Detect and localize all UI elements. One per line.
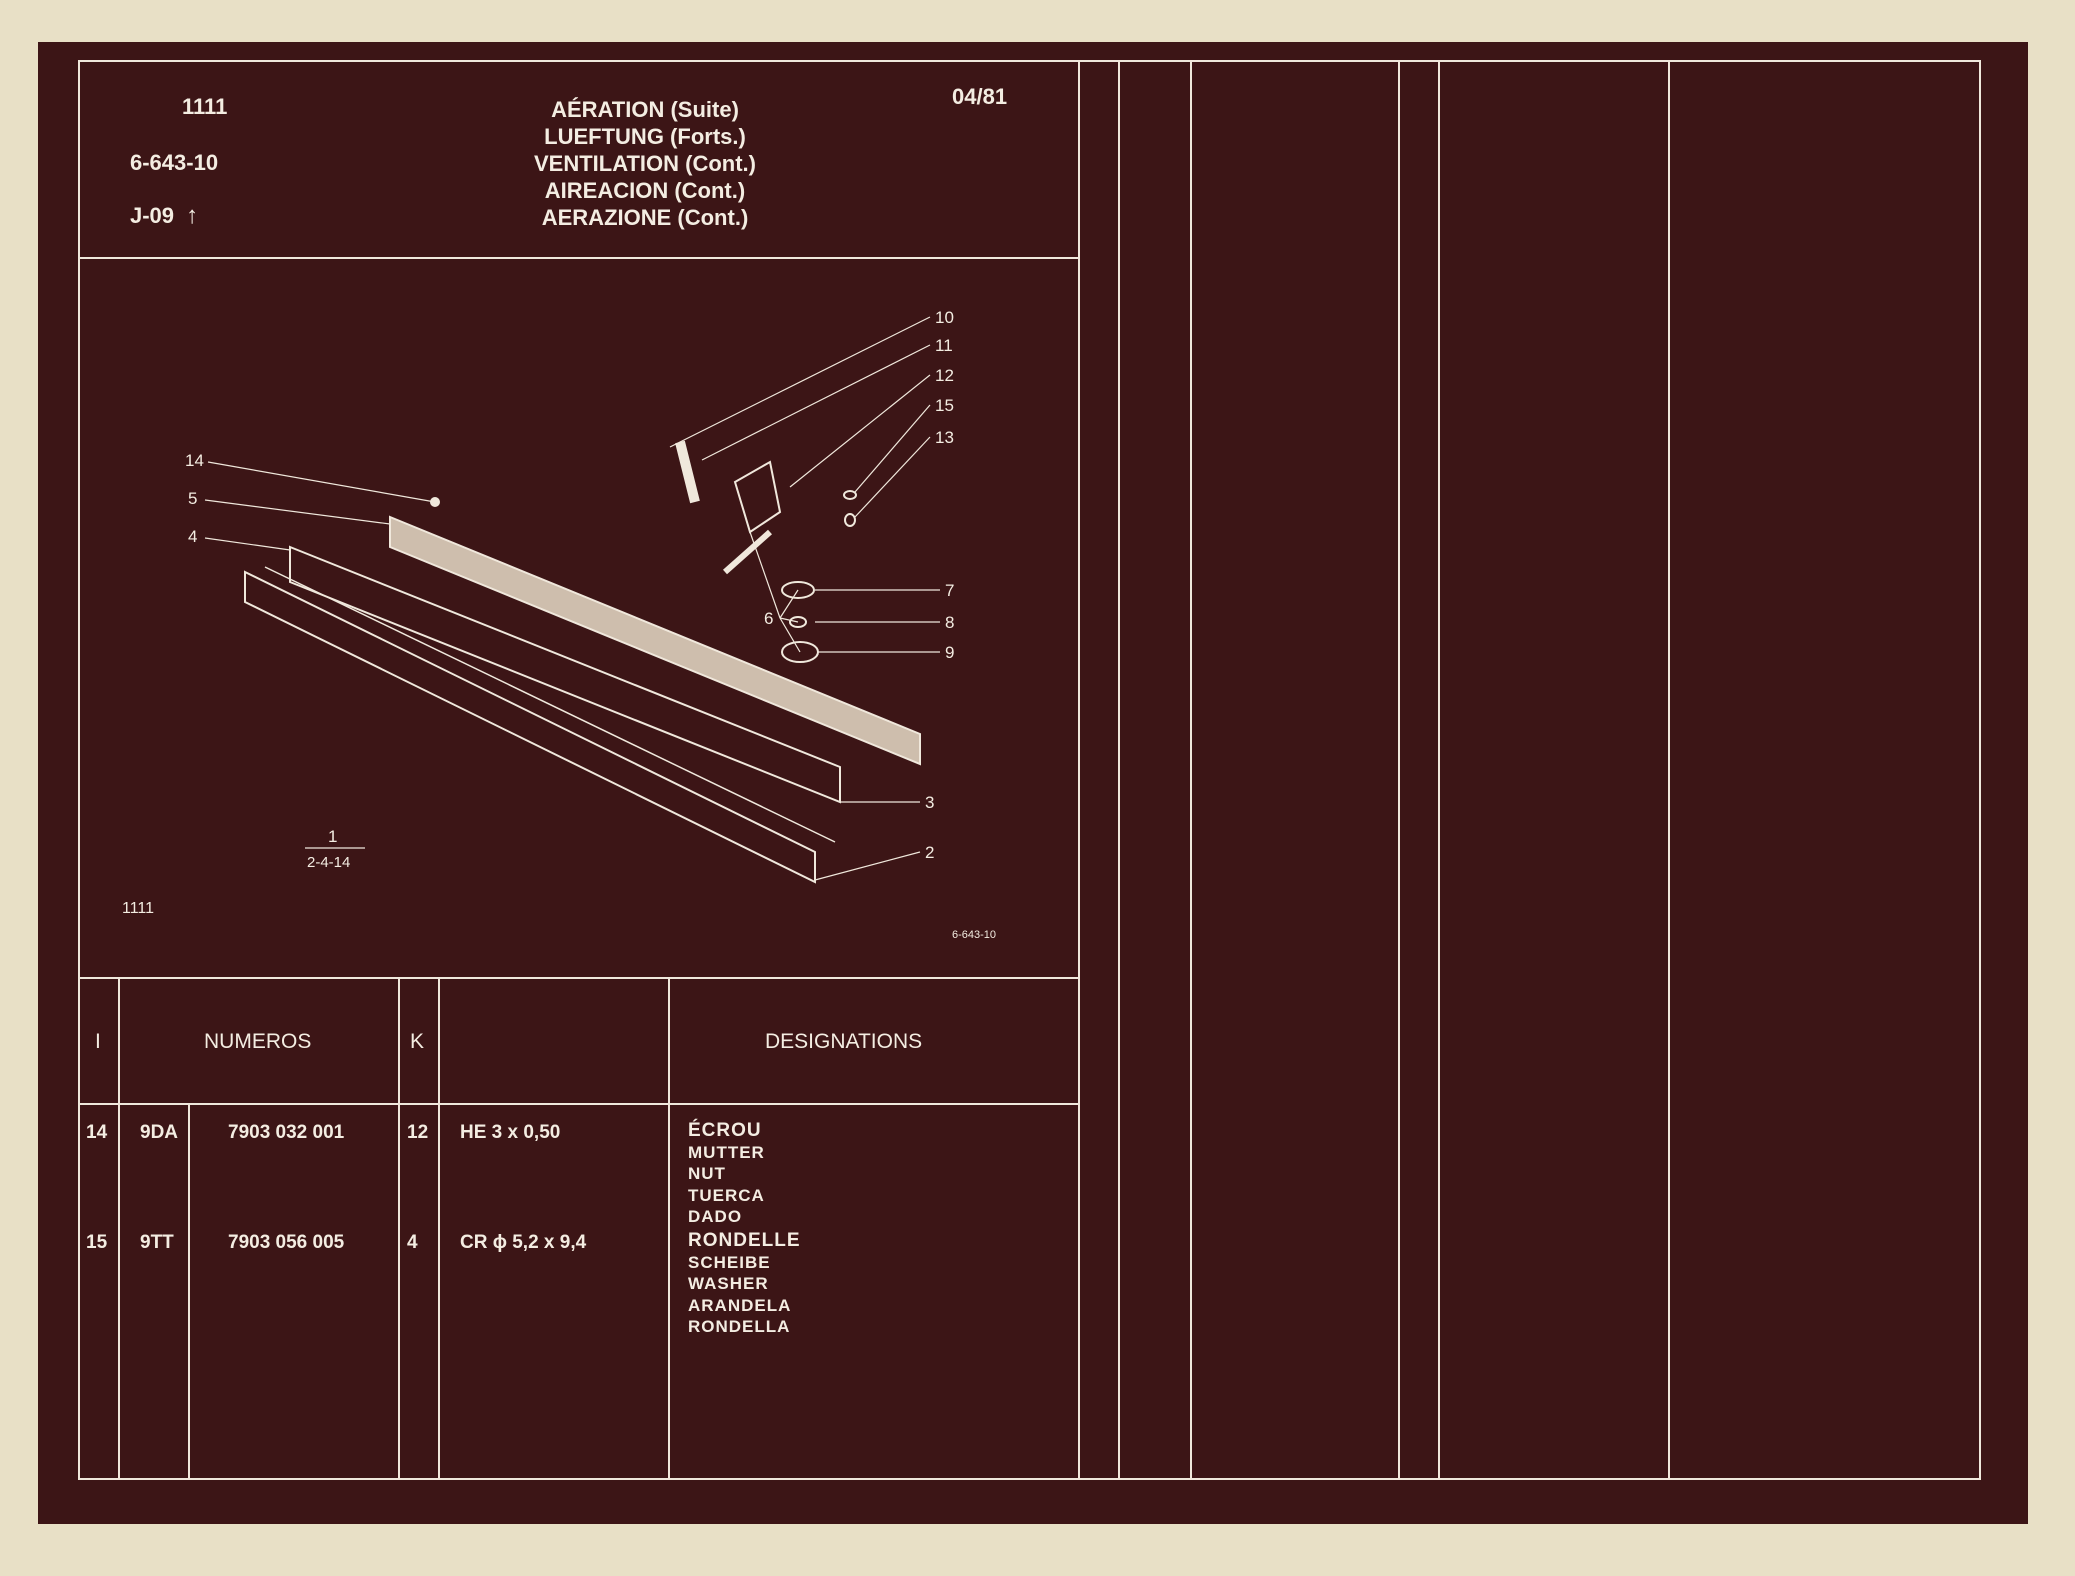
row-designation: ÉCROU MUTTER NUT TUERCA DADO [688, 1120, 765, 1228]
callout-9: 9 [945, 643, 954, 662]
row-spec: HE 3 x 0,50 [460, 1122, 561, 1143]
header-rule [80, 257, 1078, 259]
row-qty: 4 [407, 1232, 418, 1253]
col-header-designations: DESIGNATIONS [765, 1030, 923, 1053]
section-code: J-09 [130, 203, 175, 228]
row-part-number: 7903 032 001 [228, 1122, 345, 1143]
callout-8: 8 [945, 613, 954, 632]
callout-13: 13 [935, 428, 954, 447]
column-rule [1668, 62, 1670, 1478]
arrow-up-icon: ↑ [186, 202, 199, 229]
title-de: LUEFTUNG (Forts.) [544, 124, 746, 149]
parts-sheet: 1111 6-643-10 J-09 ↑ 04/81 AÉRATION (Sui… [78, 60, 1981, 1480]
sheet-date: 04/81 [952, 84, 1008, 109]
exploded-diagram: 10 11 12 15 13 14 5 4 7 6 8 9 3 2 1 2-4-… [122, 308, 996, 941]
fraction-top: 1 [328, 827, 337, 846]
row-index: 15 [86, 1232, 108, 1253]
column-rule [1078, 62, 1080, 1478]
callout-11: 11 [935, 336, 953, 355]
title-it: AERAZIONE (Cont.) [541, 205, 749, 230]
fraction-bottom: 2-4-14 [307, 854, 350, 871]
designation-en: NUT [688, 1164, 726, 1183]
callout-6: 6 [764, 609, 773, 628]
callout-15: 15 [935, 396, 954, 415]
sheet-section: J-09 ↑ [130, 202, 198, 230]
column-rule [1190, 62, 1192, 1478]
table-col-rule [438, 977, 440, 1478]
col-header-numeros: NUMEROS [204, 1030, 312, 1053]
figure-ref: 6-643-10 [952, 929, 996, 941]
title-es: AIREACION (Cont.) [544, 178, 746, 203]
column-rule [1118, 62, 1120, 1478]
callout-4: 4 [188, 527, 197, 546]
table-row: 15 [86, 1232, 107, 1254]
row-part-number: 7903 056 005 [228, 1232, 345, 1253]
designation-de: MUTTER [688, 1142, 765, 1162]
diagram-lower-panel [244, 570, 816, 884]
row-designation: RONDELLE SCHEIBE WASHER ARANDELA RONDELL… [688, 1230, 801, 1338]
table-col-rule [118, 977, 120, 1478]
callout-14: 14 [185, 451, 204, 470]
table-row: 14 [86, 1122, 107, 1144]
table-col-rule [188, 1103, 190, 1478]
callout-5: 5 [188, 489, 197, 508]
row-code: 9DA [140, 1122, 179, 1143]
callout-2: 2 [925, 843, 934, 862]
designation-fr: ÉCROU [688, 1120, 762, 1141]
designation-it: DADO [688, 1207, 743, 1226]
designation-de: SCHEIBE [688, 1252, 771, 1272]
row-qty: 12 [407, 1122, 429, 1143]
callout-7: 7 [945, 581, 954, 600]
table-header-rule [80, 1103, 1078, 1105]
table-top-rule [80, 977, 1078, 979]
callout-3: 3 [925, 793, 934, 812]
figure-code: 1111 [122, 900, 154, 917]
column-rule [1398, 62, 1400, 1478]
col-header-k: K [410, 1030, 425, 1053]
sheet-code: 1111 [182, 94, 228, 119]
col-header-index: I [95, 1030, 101, 1053]
designation-en: WASHER [688, 1274, 769, 1293]
designation-es: TUERCA [688, 1185, 765, 1205]
microfiche-frame: 1111 6-643-10 J-09 ↑ 04/81 AÉRATION (Sui… [38, 42, 2028, 1524]
row-code: 9TT [140, 1232, 174, 1253]
column-rule [1438, 62, 1440, 1478]
designation-fr: RONDELLE [688, 1230, 801, 1251]
title-en: VENTILATION (Cont.) [534, 151, 756, 176]
designation-it: RONDELLA [688, 1317, 791, 1336]
callout-10: 10 [935, 308, 954, 327]
table-col-rule [668, 977, 670, 1478]
sheet-title: AÉRATION (Suite) LUEFTUNG (Forts.) VENTI… [480, 96, 810, 231]
sheet-ref: 6-643-10 [130, 150, 219, 175]
callout-12: 12 [935, 366, 954, 385]
designation-es: ARANDELA [688, 1295, 792, 1315]
row-index: 14 [86, 1122, 108, 1143]
diagram-upper-panel [389, 515, 921, 766]
table-col-rule [398, 977, 400, 1478]
row-spec: CR ϕ 5,2 x 9,4 [460, 1232, 587, 1253]
title-fr: AÉRATION (Suite) [551, 97, 739, 122]
